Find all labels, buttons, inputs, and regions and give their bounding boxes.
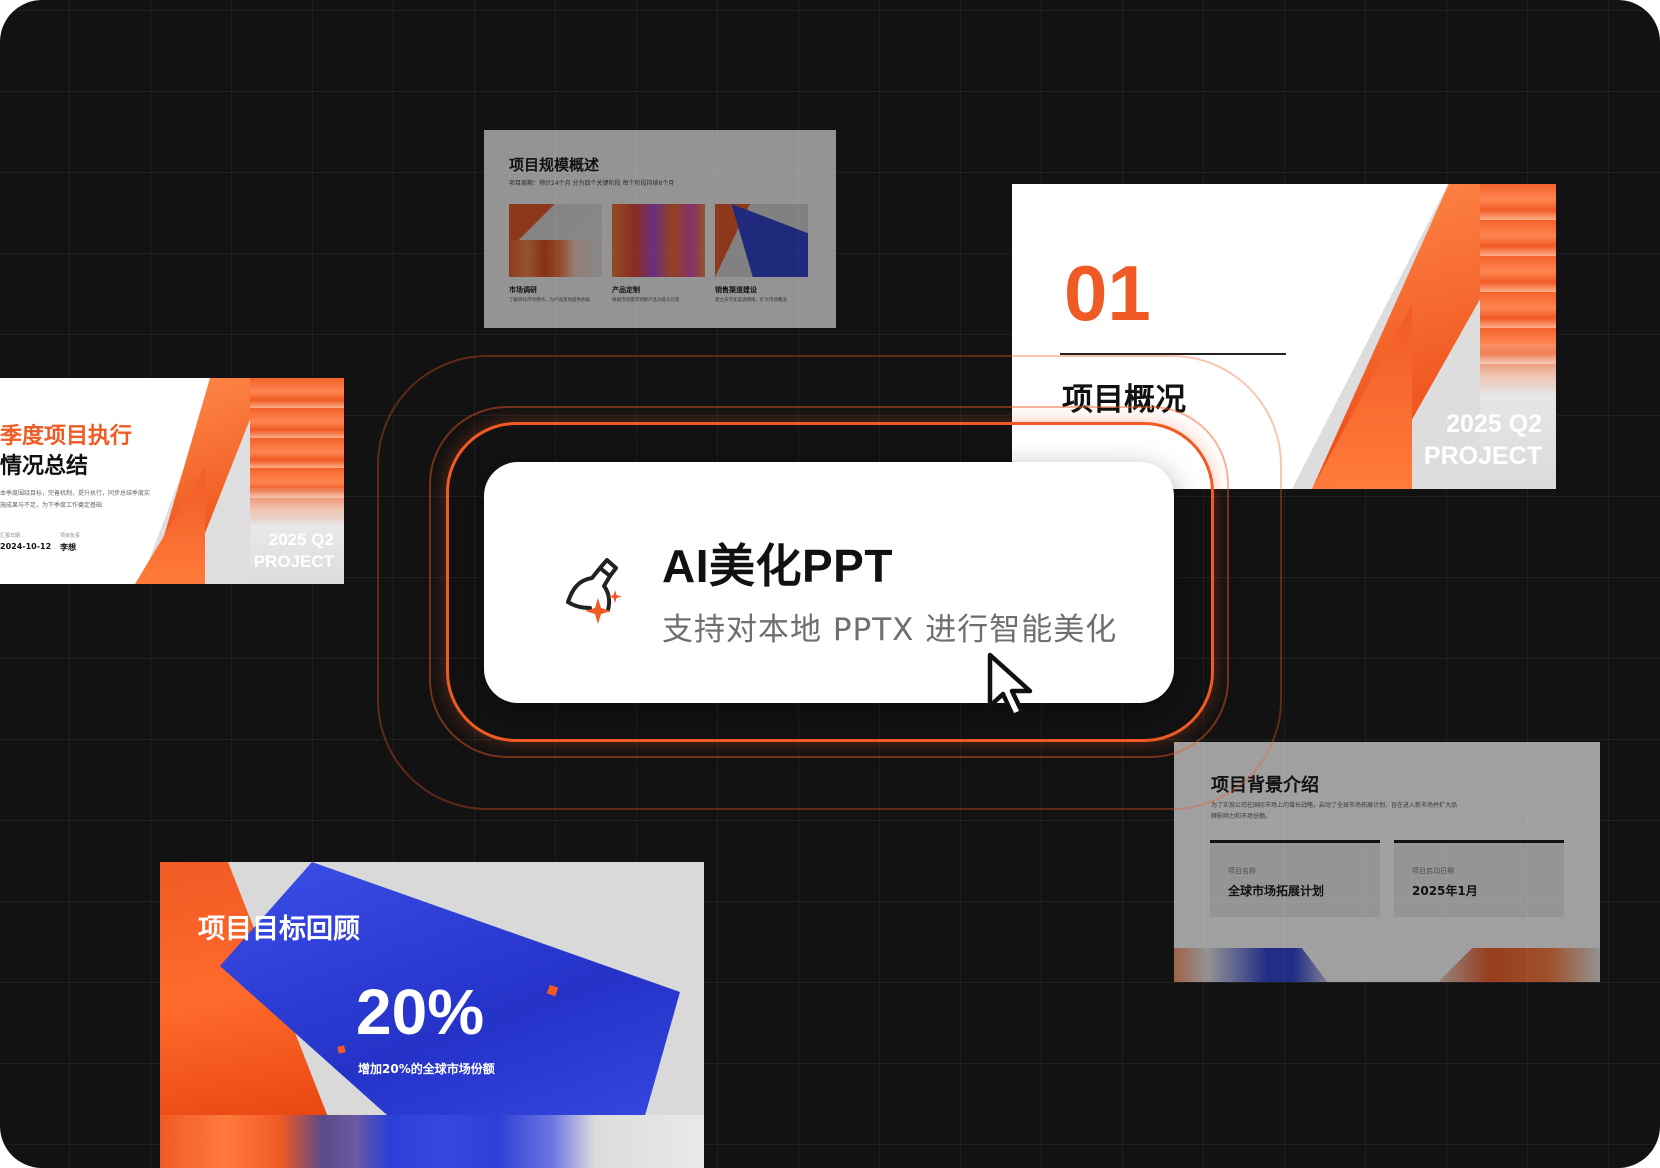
field-card [1210,840,1380,917]
field-card [1394,840,1564,917]
slide-project-background[interactable]: 项目背景介绍 为了实现公司在国际市场上的增长战略，启动了全球市场拓展计划，旨在进… [1174,742,1600,982]
slide-description: 项目周期：预计24个月 分为四个关键阶段 每个阶段持续6个月 [509,180,675,187]
item-desc: 了解目标市场特点，为产品策划提供依据 [509,298,590,303]
slide-goal-review[interactable]: 项目目标回顾 20% 增加20%的全球市场份额 [160,862,704,1168]
badge-line2: PROJECT [253,552,334,571]
field-label: 项目名称 [1228,867,1256,875]
item-label: 市场调研 [509,286,537,294]
date-label: 汇报日期 [0,533,21,539]
date-value: 2024-10-12 [0,542,52,551]
card-subtitle: 支持对本地 PPTX 进行智能美化 [662,612,1118,648]
decor-stripes [1480,184,1556,489]
slide-project-overview[interactable]: 01 项目概况 2025 Q2 PROJECT [1012,184,1556,489]
divider-line [1060,353,1286,355]
broom-sparkle-icon [552,550,632,630]
slide-title: 项目背景介绍 [1211,775,1319,796]
owner-value: 李想 [60,543,76,552]
decor-bottom-band [1174,948,1600,982]
thumb-market-research [509,204,602,277]
decor-stripes [250,378,344,584]
item-desc: 建立多元化渠道网络，扩大市场覆盖 [715,298,787,303]
badge-line1: 2025 Q2 [268,530,334,549]
section-number: 01 [1064,249,1151,337]
item-label: 产品定制 [612,286,640,294]
goal-caption: 增加20%的全球市场份额 [358,1062,495,1076]
field-value: 2025年1月 [1412,884,1478,898]
slide-title: 项目目标回顾 [198,914,360,945]
thumb-sales-channel [715,204,808,277]
item-label: 销售渠道建设 [715,286,757,294]
slide-title-line1: 季度项目执行 [0,424,133,449]
decor-bottom-stripes [160,1115,704,1168]
ai-beautify-ppt-card[interactable]: AI美化PPT 支持对本地 PPTX 进行智能美化 [484,462,1174,703]
badge-line2: PROJECT [1423,442,1542,470]
badge-line1: 2025 Q2 [1446,410,1542,438]
owner-label: 项目负责 [60,533,81,539]
item-desc: 根据市场需求调整产品功能与包装 [612,298,680,303]
slide-title: 项目规模概述 [509,156,600,174]
field-label: 项目启动日期 [1412,867,1454,875]
field-value: 全球市场拓展计划 [1228,884,1325,898]
card-title: AI美化PPT [662,540,893,592]
section-title: 项目概况 [1062,382,1186,418]
goal-percent: 20% [356,976,485,1048]
thumb-product-customization [612,204,705,277]
slide-title-line2: 情况总结 [0,454,89,479]
slide-quarterly-summary[interactable]: 季度项目执行 情况总结 本季度围绕目标，完善机制，提升执行，同步总结季度实施成果… [0,378,344,584]
slide-scale-overview[interactable]: 项目规模概述 项目周期：预计24个月 分为四个关键阶段 每个阶段持续6个月 市场… [484,130,836,328]
slide-description: 本季度围绕目标，完善机制，提升执行，同步总结季度实施成果与不足，为下季度工作奠定… [0,490,151,509]
decor-orange-triangle-lower [1312,304,1412,489]
slide-description: 为了实现公司在国际市场上的增长战略，启动了全球市场拓展计划，旨在进入新市场并扩大… [1211,802,1458,820]
mouse-cursor-icon [986,652,1036,722]
